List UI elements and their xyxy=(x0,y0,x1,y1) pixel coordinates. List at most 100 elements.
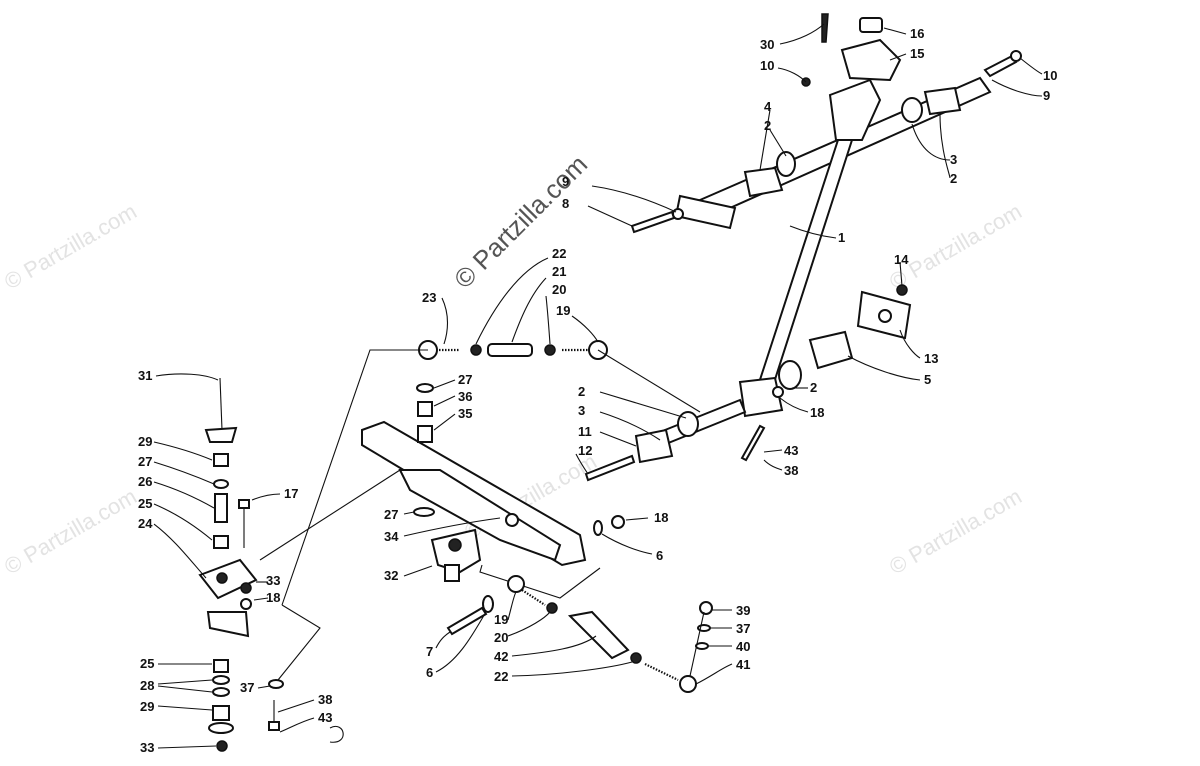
callout-16: 16 xyxy=(910,26,924,41)
callout-2-right: 2 xyxy=(950,171,957,186)
washer-6-mid-icon xyxy=(593,520,603,536)
rod-end-19-low-icon xyxy=(507,575,525,593)
callout-29-low: 29 xyxy=(140,699,154,714)
leader-18c xyxy=(253,597,269,601)
leader-18b xyxy=(625,517,649,521)
callout-43-upper: 43 xyxy=(784,443,798,458)
bolt-17-icon xyxy=(238,499,250,509)
leader-2b xyxy=(939,113,951,179)
callout-37-right: 37 xyxy=(736,621,750,636)
callout-41: 41 xyxy=(736,657,750,672)
callout-2-upper: 2 xyxy=(764,118,771,133)
callout-24: 24 xyxy=(138,516,153,531)
bolt-43-icon xyxy=(740,424,766,462)
leader-19b xyxy=(507,591,517,621)
bushing-2-mid-icon xyxy=(677,411,699,437)
leader-27b xyxy=(153,461,215,485)
assembly-line-left xyxy=(277,604,321,681)
cotter-43-icon xyxy=(329,725,344,743)
bolt-12-icon xyxy=(584,454,636,482)
callout-30: 30 xyxy=(760,37,774,52)
nut-22-low-icon xyxy=(630,652,642,664)
bolt-31-icon xyxy=(204,426,238,443)
leader-24 xyxy=(153,523,207,579)
assembly-line-a xyxy=(281,349,428,606)
spindle-arm-24-icon xyxy=(198,558,258,600)
clip-16-icon xyxy=(859,17,883,33)
leader-11 xyxy=(599,431,637,447)
assembly-line-b xyxy=(597,349,701,413)
callout-17: 17 xyxy=(284,486,298,501)
leader-10b xyxy=(1019,57,1043,75)
leader-42 xyxy=(511,635,597,657)
callout-10-left: 10 xyxy=(760,58,774,73)
leader-13 xyxy=(899,329,921,359)
nut-14-icon xyxy=(896,284,908,296)
bolt-7-icon xyxy=(446,606,488,636)
callout-38-low: 38 xyxy=(318,692,332,707)
steering-arm-34-lower xyxy=(398,469,562,562)
bracket-13-hole xyxy=(878,309,892,323)
leader-10a xyxy=(777,67,807,83)
callout-35: 35 xyxy=(458,406,472,421)
bushing-29-top-icon xyxy=(213,453,229,467)
clamp-11-icon xyxy=(634,428,674,464)
callout-18-left: 18 xyxy=(266,590,280,605)
washer-27-left-icon xyxy=(213,479,229,489)
leader-29b xyxy=(157,705,213,711)
callout-7: 7 xyxy=(426,644,433,659)
nut-20-icon xyxy=(544,344,556,356)
spindle-stack-group xyxy=(198,377,344,752)
lower-post-end-icon xyxy=(738,376,784,418)
leader-37b xyxy=(257,685,271,689)
bolt-38-icon xyxy=(268,721,280,731)
leader-18a xyxy=(779,397,809,413)
leader-38a xyxy=(763,459,783,471)
callout-39: 39 xyxy=(736,603,750,618)
bushing-2-lower-icon xyxy=(778,360,802,390)
arrow-line-center xyxy=(479,564,601,599)
washer-27-top-icon xyxy=(416,383,434,393)
leader-6a xyxy=(601,533,653,555)
callout-36: 36 xyxy=(458,389,472,404)
callout-28: 28 xyxy=(140,678,154,693)
leader-28b xyxy=(157,685,213,693)
bushing-right-icon xyxy=(901,97,923,123)
leader-8 xyxy=(587,205,633,227)
callout-27-mid: 27 xyxy=(384,507,398,522)
leader-29a xyxy=(153,441,213,461)
nut-10-icon xyxy=(1010,50,1022,62)
watermark-main: © Partzilla.com xyxy=(448,149,593,294)
callout-32: 32 xyxy=(384,568,398,583)
washer-40-icon xyxy=(695,642,709,650)
bushing-29-low-icon xyxy=(212,705,230,721)
callout-15: 15 xyxy=(910,46,924,61)
nut-20-low-icon xyxy=(546,602,558,614)
leader-2d xyxy=(599,391,687,419)
cap-39-icon xyxy=(699,601,713,615)
callout-27-top: 27 xyxy=(458,372,472,387)
callout-40: 40 xyxy=(736,639,750,654)
callout-33-low: 33 xyxy=(140,740,154,755)
leader-22b xyxy=(511,661,633,677)
upper-post-mount-icon xyxy=(828,78,882,141)
callout-29-top: 29 xyxy=(138,434,152,449)
watermark-right-bottom: © Partzilla.com xyxy=(885,484,1026,580)
callout-43-low: 43 xyxy=(318,710,332,725)
leader-27c xyxy=(403,511,415,515)
callout-9-left: 9 xyxy=(562,174,569,189)
callout-19-low: 19 xyxy=(494,612,508,627)
bushing-4-icon xyxy=(776,151,796,177)
leader-12 xyxy=(575,453,589,475)
bushing-25-top-icon xyxy=(213,535,229,549)
leader-34 xyxy=(403,517,501,537)
clamp-right-icon xyxy=(923,86,962,116)
callout-5: 5 xyxy=(924,372,931,387)
leader-6b xyxy=(435,611,487,673)
pin-26-icon xyxy=(214,493,228,523)
washer-27-low-icon xyxy=(413,507,435,517)
callout-4: 4 xyxy=(764,99,772,114)
nut-33-icon xyxy=(240,582,252,594)
washer-28a-icon xyxy=(212,675,230,685)
